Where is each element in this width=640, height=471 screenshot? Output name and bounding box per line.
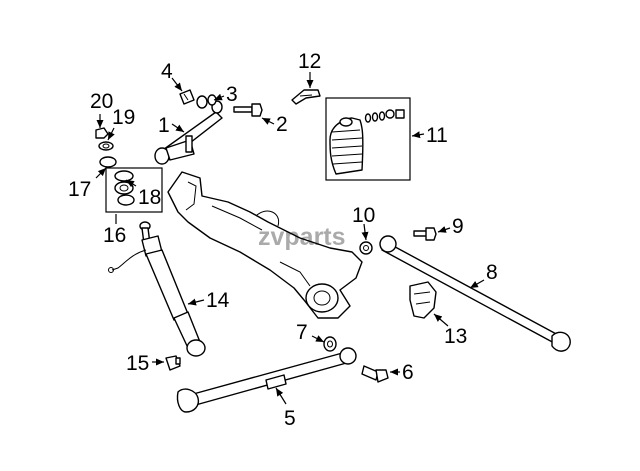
nut-7 [323,336,337,352]
bracket-12 [291,89,321,105]
callout-6: 6 [402,361,414,384]
callout-14: 14 [206,289,230,312]
nut-4 [179,89,195,105]
lateral-rod [379,235,571,352]
washer-19 [98,141,114,151]
callout-1: 1 [158,114,170,137]
callout-3: 3 [226,83,238,106]
callout-9: 9 [452,215,464,238]
callout-13: 13 [444,325,467,348]
callout-20: 20 [90,90,113,113]
callout-15: 15 [126,352,149,375]
bolt-9 [413,227,437,241]
callout-16: 16 [103,224,126,247]
callout-17: 17 [68,178,91,201]
shock-absorber [108,221,206,357]
callout-8: 8 [486,261,498,284]
callout-12: 12 [298,50,321,73]
callout-10: 10 [352,204,375,227]
callout-7: 7 [296,321,308,344]
parts-box-11 [325,97,411,181]
axle-housing [167,171,363,319]
lower-control-arm [176,347,357,413]
bolt-2 [233,103,263,117]
bolt-6 [361,365,389,383]
callout-4: 4 [161,60,173,83]
callout-2: 2 [276,113,288,136]
callout-numbers: 1 2 3 4 5 6 7 8 9 10 11 12 13 14 15 16 1… [68,50,498,430]
callout-11: 11 [426,124,448,147]
bump-stop-13 [409,281,437,319]
nut-20 [95,127,109,139]
callout-18: 18 [138,186,161,209]
callout-19: 19 [112,106,135,129]
bolt-15 [165,355,181,371]
nut-10 [359,241,373,255]
watermark-text: zvparts [258,223,346,251]
callout-5: 5 [284,407,296,430]
leader-lines [95,72,485,405]
upper-control-arm [154,100,223,165]
